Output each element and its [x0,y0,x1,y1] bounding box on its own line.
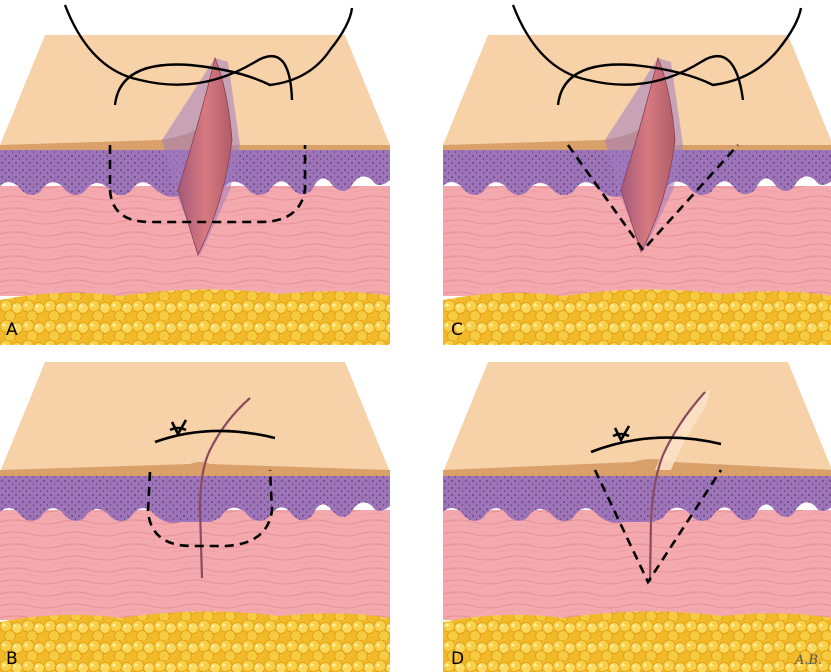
fat-layer [0,289,390,345]
fat-layer [443,611,831,672]
skin-surface [443,362,831,472]
panel-label: D [451,649,464,669]
artist-signature: A.B. [794,653,822,668]
dermis-layer [443,510,831,620]
fat-layer [443,289,831,345]
fat-layer [0,611,390,672]
panel-label: A [6,320,18,340]
panel-label: B [6,649,18,669]
dermis-layer [0,510,390,620]
panel-a: A [0,5,390,345]
panel-label: C [451,320,463,340]
skin-surface [0,362,390,472]
panel-b: B [0,362,390,672]
panel-d: D [443,362,831,672]
panel-c: C [443,5,831,345]
